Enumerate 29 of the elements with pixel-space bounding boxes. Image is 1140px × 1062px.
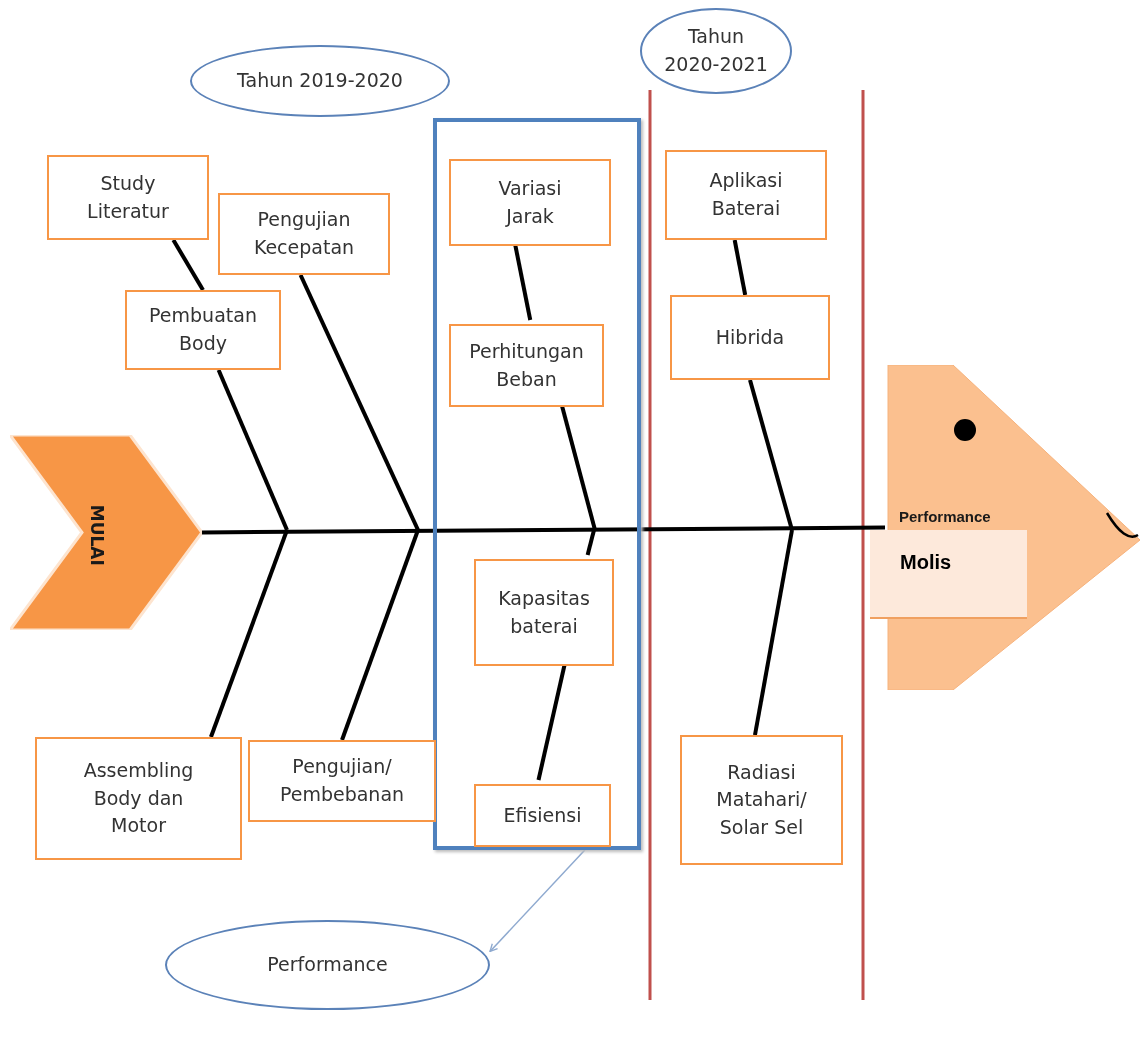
cause-box: Efisiensi: [474, 784, 611, 847]
cause-box: Assembling Body dan Motor: [35, 737, 242, 860]
start-label: MULAI: [85, 504, 108, 566]
bone-line: [585, 529, 596, 556]
year-ellipse: Performance: [165, 920, 490, 1010]
year-ellipse: Tahun 2020-2021: [640, 8, 792, 94]
cause-box: Kapasitas baterai: [474, 559, 614, 666]
bone-line: [202, 525, 885, 535]
head-label: Performance: [899, 507, 991, 527]
bone-line: [298, 274, 420, 531]
year-ellipse: Tahun 2019-2020: [190, 45, 450, 117]
bone-line: [732, 239, 748, 296]
group-frame: [433, 118, 641, 850]
bone-line: [340, 529, 420, 741]
arrow: [489, 849, 586, 953]
bone-line: [171, 239, 205, 291]
cause-box: Pembuatan Body: [125, 290, 281, 370]
bone-line: [753, 529, 794, 736]
start-chevron: [10, 435, 202, 630]
cause-box: Hibrida: [670, 295, 830, 380]
cause-box: Pengujian Kecepatan: [218, 193, 390, 275]
cause-box: Pengujian/ Pembebanan: [248, 740, 436, 822]
cause-box: Perhitungan Beban: [449, 324, 604, 407]
cause-box: Variasi Jarak: [449, 159, 611, 246]
cause-box: Radiasi Matahari/ Solar Sel: [680, 735, 843, 865]
cause-box: Study Literatur: [47, 155, 209, 240]
label-box: Molis: [870, 530, 1027, 617]
bone-line: [216, 369, 289, 531]
cause-box: Aplikasi Baterai: [665, 150, 827, 240]
